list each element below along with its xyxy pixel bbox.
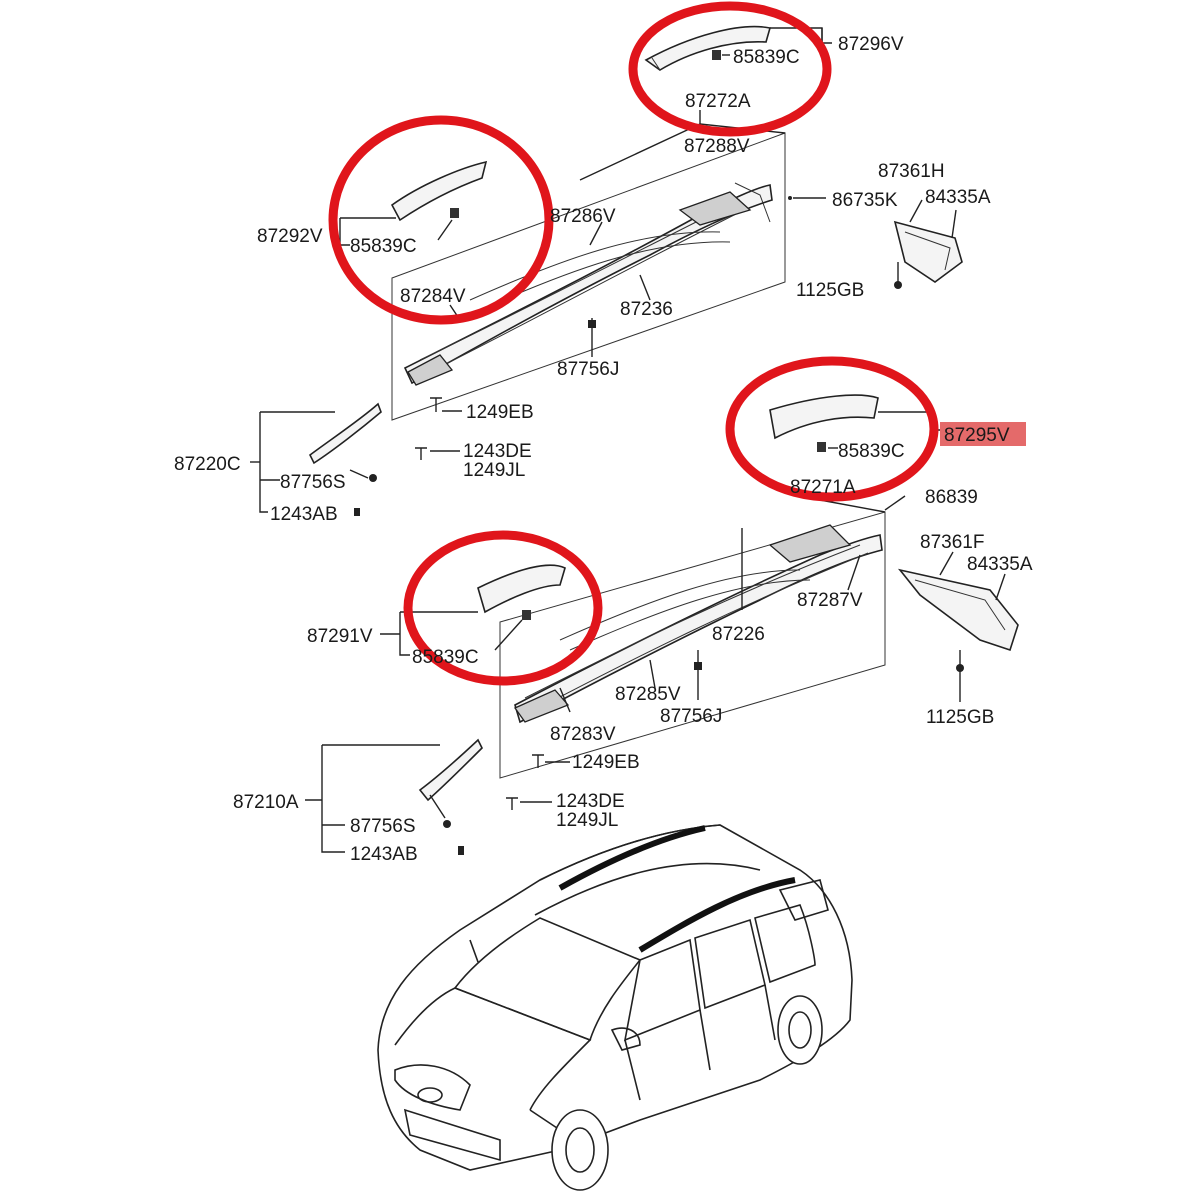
label-86735k: 86735K: [832, 190, 898, 211]
front-wheel: [551, 1109, 609, 1191]
label-1249eb-upper: 1249EB: [466, 402, 534, 423]
label-85839c-top: 85839C: [733, 47, 800, 68]
label-87361h: 87361H: [878, 161, 945, 182]
label-87271a: 87271A: [790, 477, 856, 498]
label-86839: 86839: [925, 487, 978, 508]
car-body: [377, 824, 853, 1171]
label-87287v: 87287V: [797, 590, 863, 611]
label-1249jl-upper: 1249JL: [463, 460, 525, 481]
label-87286v: 87286V: [550, 206, 616, 227]
label-1243de-upper: 1243DE: [463, 441, 532, 462]
label-87220c: 87220C: [174, 454, 241, 475]
highlighted-part-marker: [940, 422, 1026, 446]
upper-assembly: [339, 25, 963, 421]
label-1243de-lower: 1243DE: [556, 791, 625, 812]
label-87296v: 87296V: [838, 34, 904, 55]
car-roof-rail-right: [638, 877, 796, 953]
label-87292v: 87292V: [257, 226, 323, 247]
front-end-cap-lower: [305, 738, 552, 855]
lower-assembly: [380, 394, 1019, 779]
clip-icon: [817, 442, 826, 452]
label-87272a: 87272A: [685, 91, 751, 112]
rear-cover-87295v: [769, 394, 879, 440]
label-87236: 87236: [620, 299, 673, 320]
highlight-circle-87296v: [628, 1, 832, 137]
highlight-circle-87292v: [328, 115, 554, 325]
car-roof-rail-left: [558, 825, 706, 891]
label-1125gb-upper: 1125GB: [796, 280, 864, 301]
label-87291v: 87291V: [307, 626, 373, 647]
label-87295v: 87295V: [944, 425, 1010, 446]
rear-cover-87296v: [644, 25, 772, 71]
end-bracket-87361f: [897, 568, 1019, 652]
end-cap-87210a: [418, 738, 483, 802]
highlight-circle-87291v: [403, 530, 603, 686]
clip-icon: [522, 610, 531, 620]
lower-roof-rail: [514, 534, 883, 724]
label-87288v: 87288V: [684, 136, 750, 157]
highlight-circle-87295v: [725, 356, 939, 502]
label-1125gb-lower: 1125GB: [926, 707, 994, 728]
label-84335a-lower: 84335A: [967, 554, 1033, 575]
label-85839c-right: 85839C: [838, 441, 905, 462]
label-1249eb-lower: 1249EB: [572, 752, 640, 773]
label-87361f: 87361F: [920, 532, 984, 553]
label-87284v: 87284V: [400, 286, 466, 307]
upper-roof-rail: [403, 184, 773, 385]
label-1249jl-lower: 1249JL: [556, 810, 618, 831]
label-87283v: 87283V: [550, 724, 616, 745]
label-85839c-lower-left: 85839C: [412, 647, 479, 668]
label-87756s-upper: 87756S: [280, 472, 346, 493]
label-1243ab-lower: 1243AB: [350, 844, 418, 865]
end-cap-87220c: [308, 402, 382, 465]
rear-wheel: [777, 995, 823, 1065]
front-cover-87291v: [477, 564, 566, 614]
vehicle-illustration: [377, 824, 853, 1191]
label-87210a: 87210A: [233, 792, 299, 813]
end-bracket-87361h: [893, 220, 963, 283]
label-84335a-upper: 84335A: [925, 187, 991, 208]
clip-icon: [450, 208, 459, 218]
label-87285v: 87285V: [615, 684, 681, 705]
label-87226: 87226: [712, 624, 765, 645]
label-1243ab-upper: 1243AB: [270, 504, 338, 525]
label-87756j-lower: 87756J: [660, 706, 722, 727]
label-85839c-upper-left: 85839C: [350, 236, 417, 257]
clip-icon: [712, 50, 721, 60]
front-cover-87292v: [390, 160, 488, 222]
label-87756j-upper: 87756J: [557, 359, 619, 380]
label-87756s-lower: 87756S: [350, 816, 416, 837]
front-end-cap-upper: [250, 402, 460, 516]
part-labels: 87296V 85839C 87272A 87288V 87292V 85839…: [174, 34, 1033, 865]
